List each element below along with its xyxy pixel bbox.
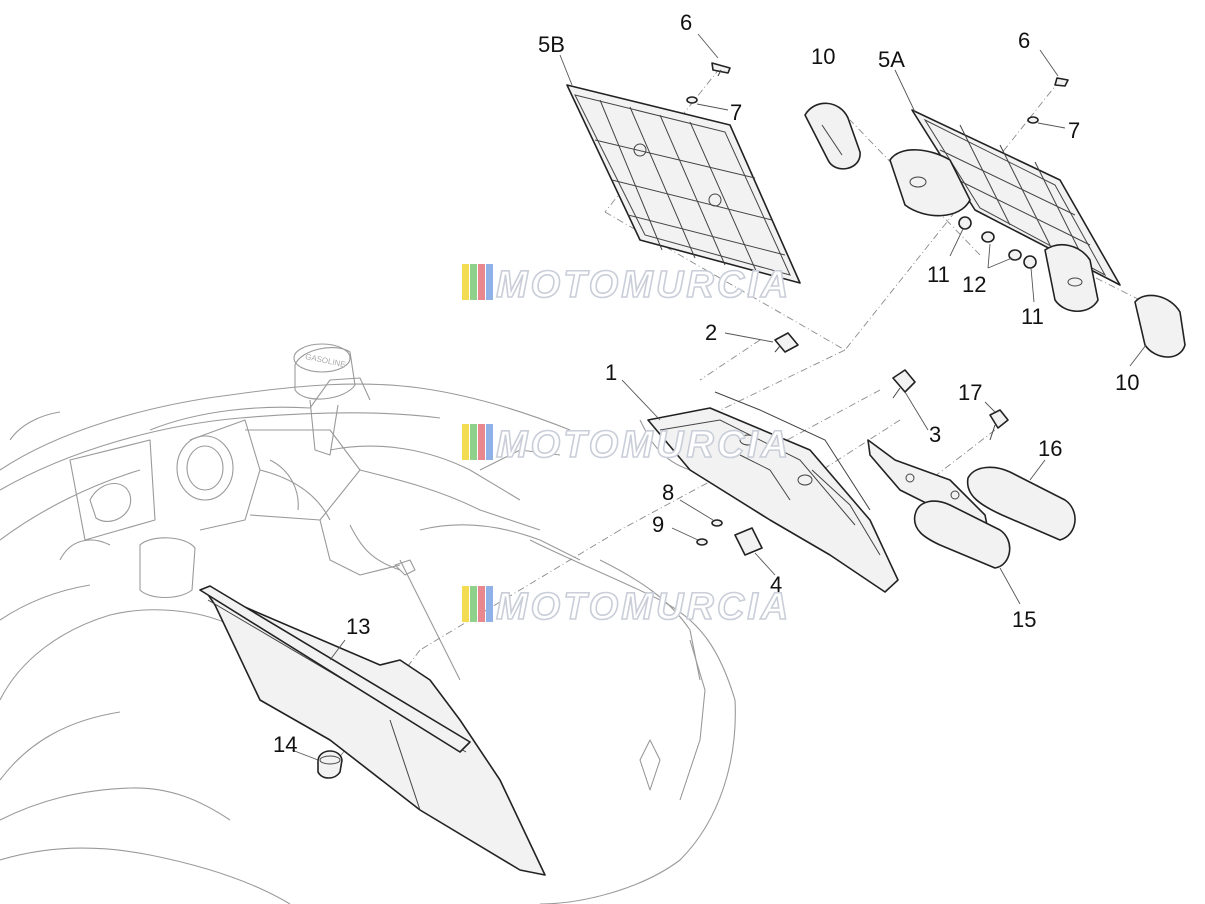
callout-7-left: 7 [730, 100, 742, 125]
watermark-stripe-yellow [462, 586, 469, 622]
watermark-stripe-green [470, 424, 477, 460]
callout-14: 14 [273, 732, 297, 757]
part-8-washer [711, 519, 723, 527]
watermark-bottom: MOTOMURCIA [462, 585, 791, 629]
callout-11-right: 11 [1021, 304, 1044, 329]
leader-lines [291, 33, 1147, 761]
callout-15: 15 [1012, 607, 1036, 632]
watermark-text-top: MOTOMURCIA [496, 264, 791, 306]
part-5b-plate-frame [566, 84, 801, 284]
part-6-screw-right [1054, 77, 1069, 87]
part-14-grommet [317, 750, 343, 779]
part-12-nut-a [981, 231, 995, 243]
watermark-stripe-red [478, 424, 485, 460]
callout-5b: 5B [538, 32, 565, 57]
part-4-clip [734, 527, 763, 556]
watermark-stripe-blue [486, 424, 493, 460]
callout-6-left: 6 [680, 10, 692, 35]
callout-3: 3 [929, 422, 941, 447]
scooter-rear-body [0, 377, 736, 904]
part-10-pad-top [804, 102, 861, 170]
callout-10-bottom: 10 [1115, 370, 1139, 395]
callout-4: 4 [770, 572, 782, 597]
callout-labels: 5B 6 7 10 5A 6 7 11 12 11 10 2 1 3 17 16… [273, 10, 1139, 757]
watermark-text-bottom: MOTOMURCIA [496, 586, 791, 628]
callout-7-right: 7 [1068, 118, 1080, 143]
callout-10-top: 10 [811, 44, 835, 69]
watermark-stripe-red [478, 264, 485, 300]
part-9-nut [696, 538, 708, 546]
part-7-washer-right [1027, 116, 1039, 124]
watermark-stripe-yellow [462, 424, 469, 460]
part-10-pad-bottom [1134, 294, 1186, 358]
callout-13: 13 [346, 614, 370, 639]
callout-12: 12 [962, 272, 986, 297]
fuel-cap: GASOLINE [293, 343, 356, 456]
part-11-washer-a [958, 216, 972, 230]
callout-1: 1 [605, 360, 617, 385]
callout-8: 8 [662, 480, 674, 505]
watermark-stripe-red [478, 586, 485, 622]
watermark-top: MOTOMURCIA [462, 263, 791, 307]
watermark-stripe-yellow [462, 264, 469, 300]
watermark-stripe-blue [486, 586, 493, 622]
callout-17: 17 [958, 380, 982, 405]
part-2-screw [774, 332, 799, 353]
part-13-mudflap [199, 585, 546, 876]
callout-5a: 5A [878, 47, 905, 72]
watermark-middle: MOTOMURCIA [462, 423, 791, 467]
part-5a-plate-frame [889, 109, 1121, 313]
callout-2: 2 [705, 320, 717, 345]
watermark-stripe-green [470, 264, 477, 300]
part-12-nut-b [1008, 249, 1022, 261]
part-7-washer-left [686, 96, 698, 104]
part-16-reflector [966, 466, 1076, 541]
part-3-clip [892, 369, 916, 399]
watermark-stripe-green [470, 586, 477, 622]
fuel-cap-label: GASOLINE [304, 352, 346, 369]
part-11-washer-b [1023, 255, 1037, 269]
part-6-screw-left [711, 62, 731, 77]
part-17-screw [989, 409, 1009, 441]
callout-16: 16 [1038, 436, 1062, 461]
callout-11-left: 11 [927, 262, 950, 287]
watermark-stripe-blue [486, 264, 493, 300]
part-1-bracket [647, 391, 899, 593]
watermark-text-middle: MOTOMURCIA [496, 424, 791, 466]
callout-9: 9 [652, 512, 664, 537]
callout-6-right: 6 [1018, 28, 1030, 53]
part-15-reflector [913, 500, 1011, 569]
